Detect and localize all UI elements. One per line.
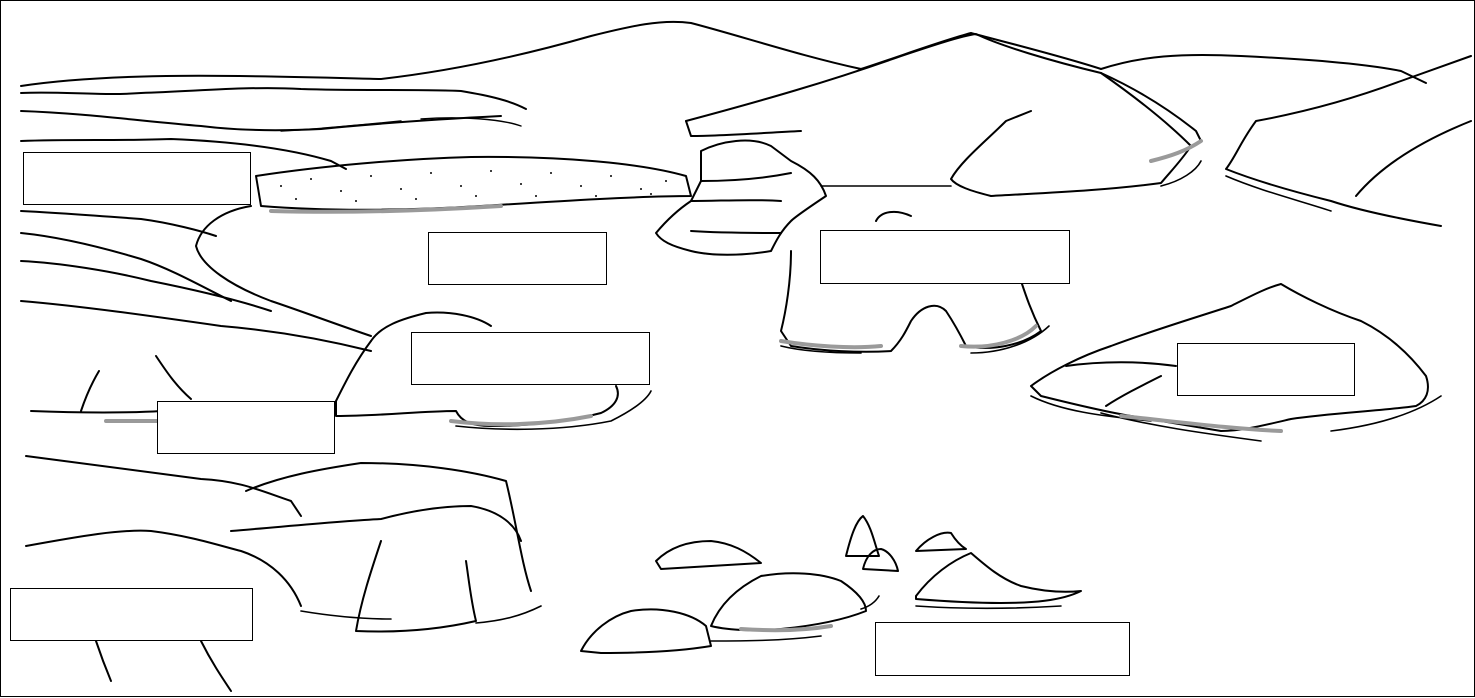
bay-beach (256, 157, 691, 210)
beach-dots (280, 170, 667, 202)
headland-mountain (686, 34, 1201, 141)
stack-bottom-1 (656, 541, 761, 569)
label-box-8[interactable] (875, 622, 1130, 676)
left-ridge-1 (21, 88, 526, 109)
label-box-4[interactable] (411, 332, 650, 385)
label-box-7[interactable] (10, 588, 253, 641)
stack-bottom-3 (581, 609, 711, 653)
label-box-6[interactable] (1177, 343, 1355, 396)
shade-right-bay (1151, 141, 1201, 161)
stack-bottom-5 (863, 549, 898, 571)
stack-bottom-6 (916, 533, 966, 551)
label-box-2[interactable] (428, 232, 607, 285)
stack-bottom-2 (711, 573, 866, 630)
label-box-3[interactable] (820, 230, 1070, 284)
left-ridge-6 (21, 261, 271, 311)
label-box-5[interactable] (157, 401, 335, 454)
shade-arch (781, 326, 1036, 347)
right-headland (1226, 56, 1471, 226)
stack-cluster (656, 141, 826, 255)
stack-bottom-7 (916, 553, 1081, 603)
shade-bottom (741, 626, 831, 630)
label-box-1[interactable] (23, 152, 251, 205)
distant-mountains (21, 22, 1426, 86)
left-ridge-4 (21, 211, 216, 236)
left-ridge-2 (21, 111, 501, 130)
bay-shore (196, 206, 371, 336)
left-ridge-7 (21, 301, 371, 351)
